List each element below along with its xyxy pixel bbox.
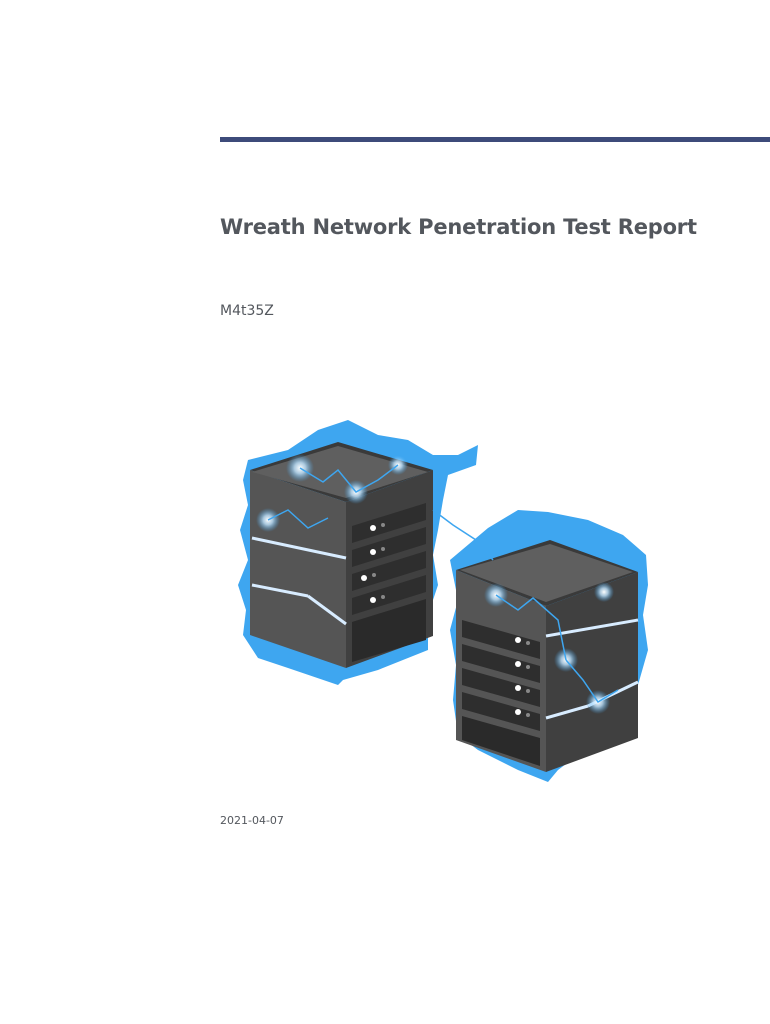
report-date: 2021-04-07 bbox=[220, 814, 284, 827]
top-divider bbox=[220, 137, 770, 142]
server-rack-illustration bbox=[238, 420, 648, 782]
right-server-slot-2 bbox=[462, 644, 540, 683]
report-author: M4t35Z bbox=[220, 303, 274, 319]
right-server-slot-3 bbox=[462, 668, 540, 707]
right-server-slot-1 bbox=[462, 620, 540, 659]
left-server bbox=[250, 442, 433, 668]
right-server-slot-4 bbox=[462, 692, 540, 731]
right-server bbox=[456, 540, 639, 772]
left-server-slot-1 bbox=[352, 503, 426, 543]
report-title: Wreath Network Penetration Test Report bbox=[220, 215, 697, 239]
left-server-slot-3 bbox=[352, 551, 426, 591]
left-server-slot-4 bbox=[352, 575, 426, 615]
lightning-bolts bbox=[267, 464, 619, 704]
left-server-slot-2 bbox=[352, 527, 426, 567]
